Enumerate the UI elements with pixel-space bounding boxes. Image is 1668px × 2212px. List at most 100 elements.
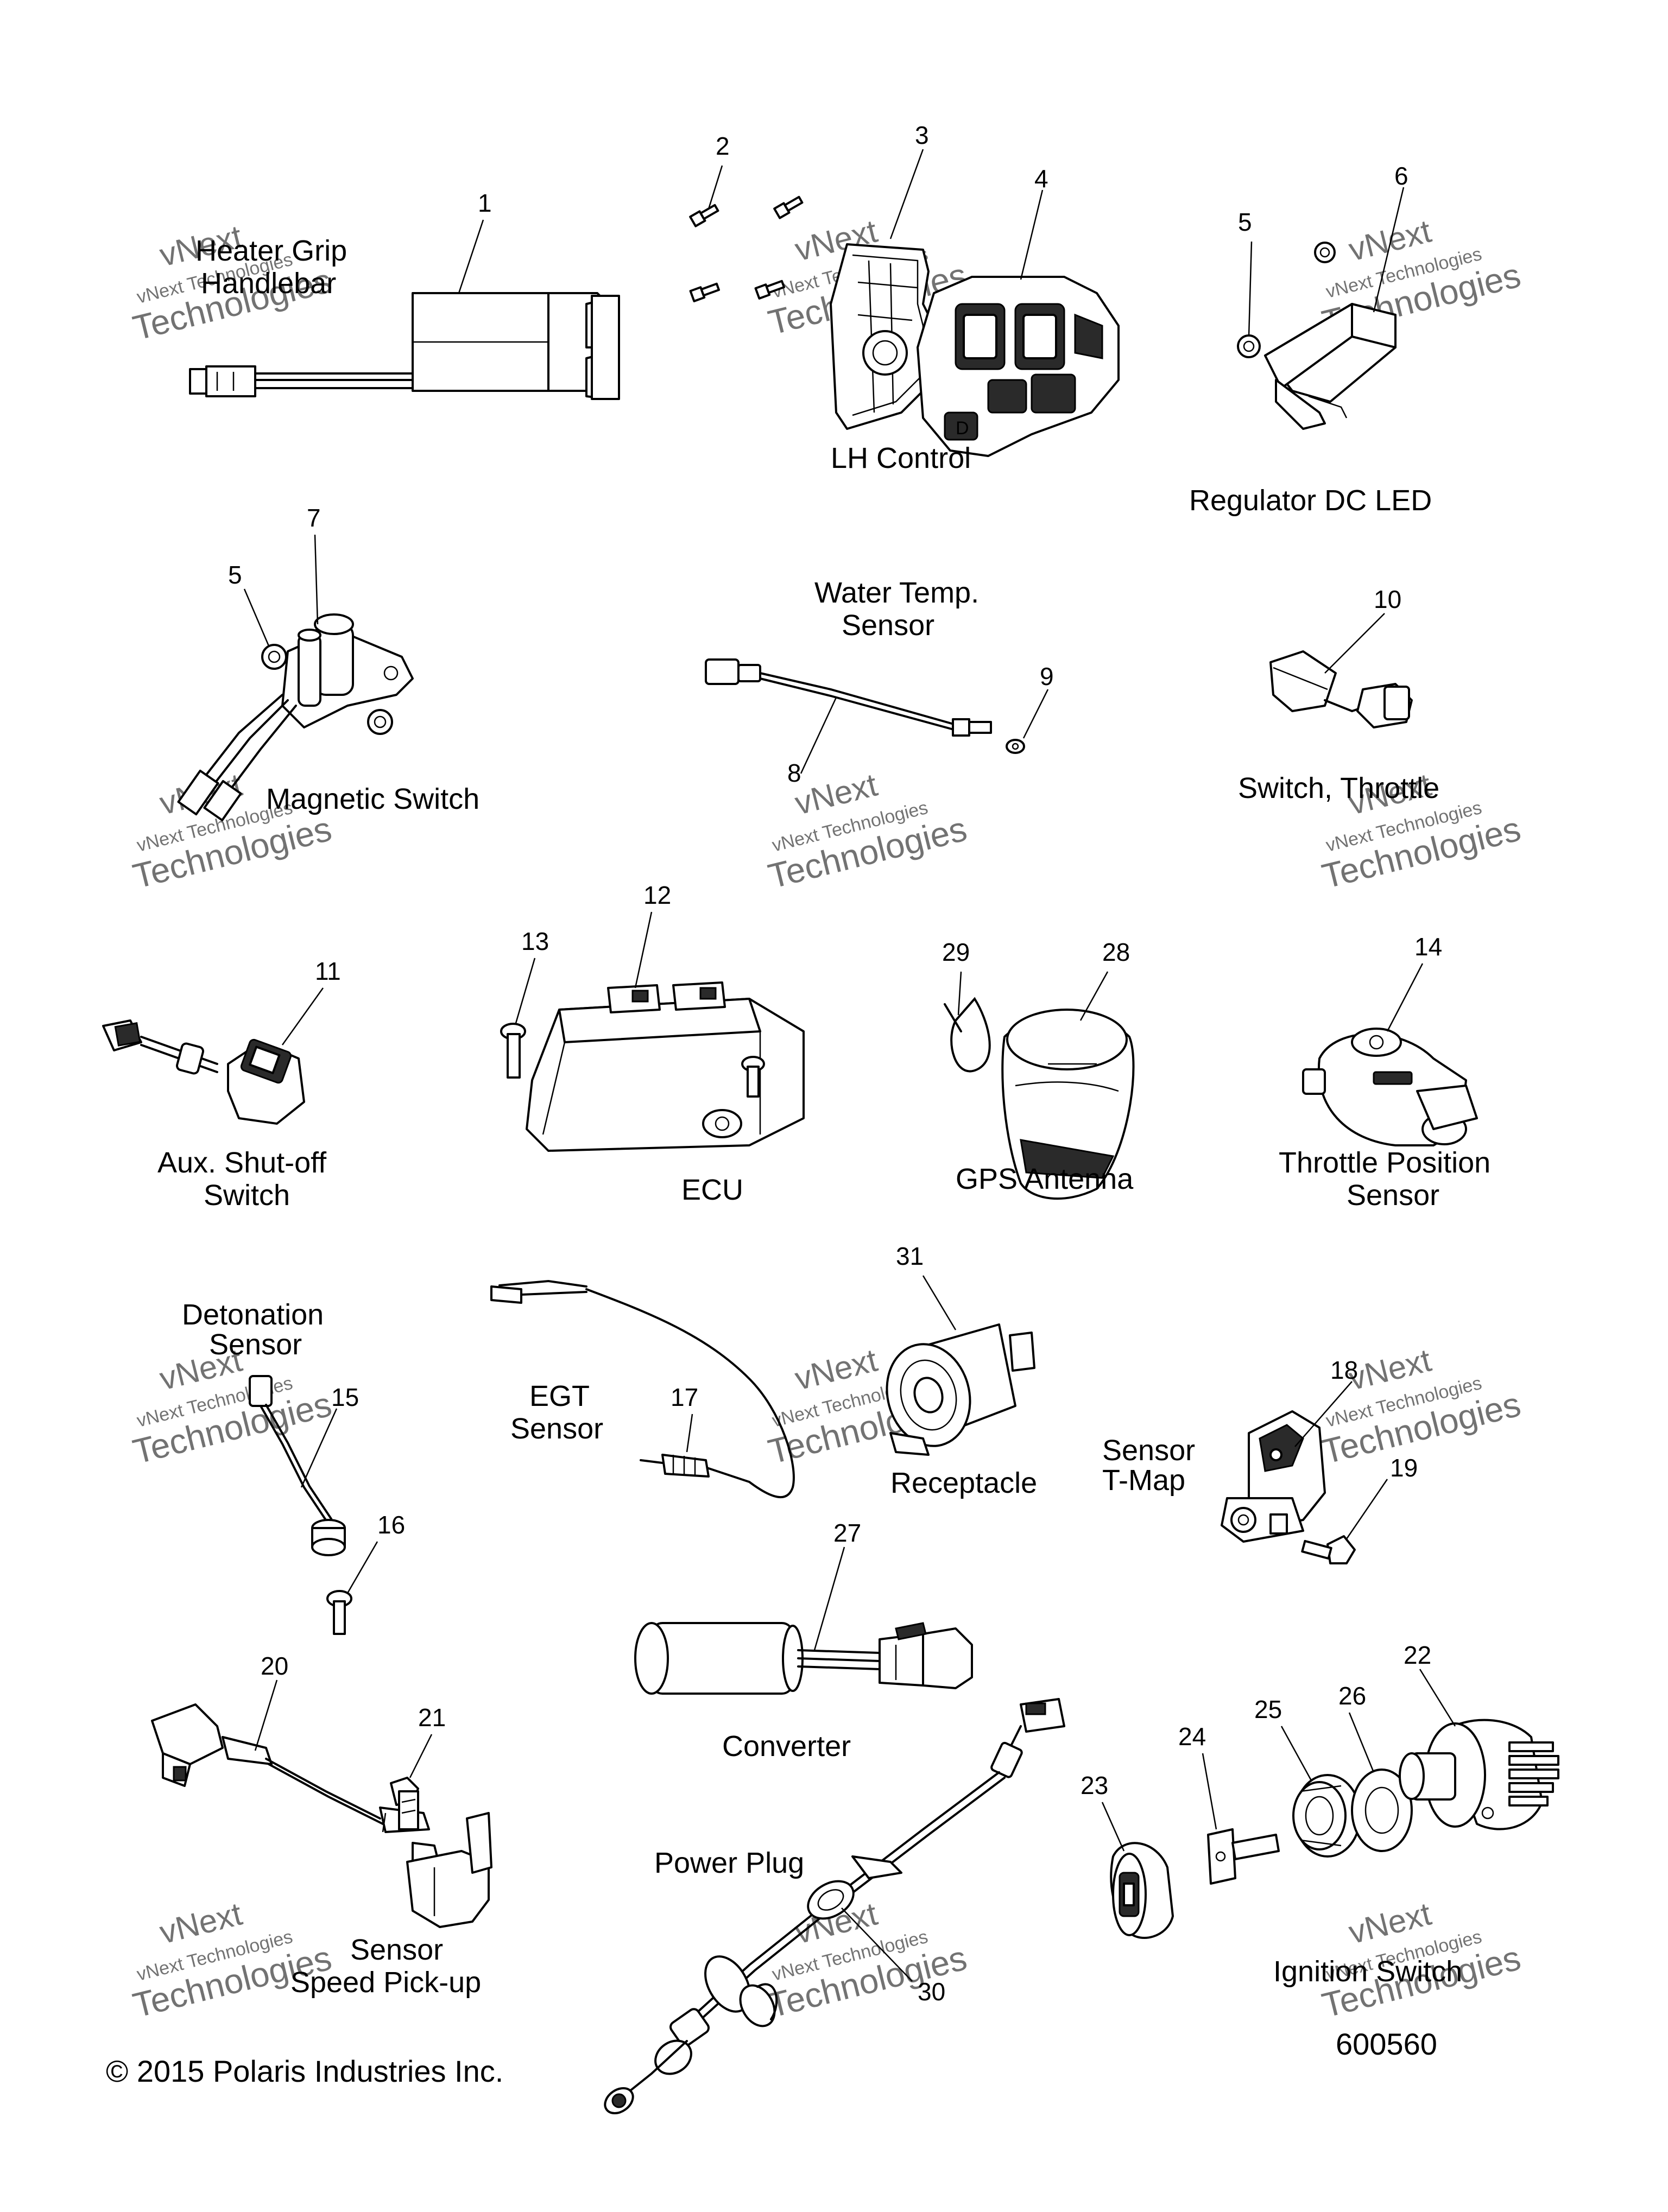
leader-2: [707, 165, 723, 210]
label-tmap-line2: T-Map: [1102, 1464, 1185, 1497]
leader-29: [957, 971, 962, 1016]
part-speed-sensor-20[interactable]: [151, 1703, 492, 1928]
label-speed-pickup-line2: Speed Pick-up: [290, 1966, 481, 1999]
callout-5a: 5: [1238, 208, 1252, 236]
leader-23: [1101, 1802, 1125, 1852]
part-aux-shutoff-11[interactable]: [102, 1019, 305, 1125]
callout-30: 30: [918, 1978, 945, 2006]
part-regulator-6[interactable]: [1264, 303, 1397, 430]
callout-14: 14: [1414, 933, 1442, 961]
part-tps-14[interactable]: [1302, 1028, 1478, 1146]
callout-22: 22: [1404, 1641, 1431, 1669]
callout-28: 28: [1102, 938, 1130, 966]
label-egt-line2: Sensor: [510, 1412, 603, 1445]
leader-9: [1022, 689, 1049, 739]
callout-27: 27: [833, 1519, 861, 1547]
part-nut-25[interactable]: [1292, 1774, 1361, 1858]
label-gps: GPS Antenna: [956, 1163, 1134, 1195]
watermark: vNext vNext Technologies Technologies: [129, 1896, 336, 2025]
leader-24: [1202, 1753, 1217, 1830]
label-egt-line1: EGT: [529, 1380, 590, 1412]
label-heater-grip-line2: Handlebar: [201, 267, 336, 300]
part-egt-sensor-17[interactable]: [490, 1279, 795, 1498]
callout-24: 24: [1178, 1722, 1206, 1751]
callout-20: 20: [261, 1652, 288, 1680]
watermark: vNext vNext Technologies Technologies: [1318, 1342, 1525, 1472]
part-ignition-switch-22[interactable]: [1399, 1719, 1559, 1830]
part-cable-tie-29[interactable]: [944, 997, 991, 1073]
callout-9: 9: [1040, 662, 1054, 690]
callout-21: 21: [418, 1703, 446, 1732]
leader-16: [346, 1541, 378, 1594]
callout-13: 13: [521, 927, 549, 955]
part-detonation-sensor-15[interactable]: [249, 1375, 346, 1556]
leader-20: [254, 1679, 278, 1751]
callout-8: 8: [787, 759, 801, 787]
leader-15: [300, 1408, 338, 1488]
callout-25: 25: [1254, 1695, 1282, 1723]
watermark: vNext vNext Technologies Technologies: [764, 766, 971, 896]
leader-3: [889, 149, 924, 239]
label-tps-line2: Sensor: [1347, 1179, 1439, 1212]
label-detonation-line1: Detonation: [182, 1298, 324, 1331]
callout-2: 2: [716, 132, 730, 160]
part-screws-2[interactable]: [689, 195, 804, 302]
part-ecu-12[interactable]: [526, 981, 805, 1152]
label-regulator: Regulator DC LED: [1189, 484, 1432, 517]
label-ecu: ECU: [681, 1174, 743, 1206]
label-speed-pickup-line1: Sensor: [350, 1934, 443, 1966]
leader-5b: [243, 588, 270, 647]
label-water-temp-line2: Sensor: [842, 609, 934, 642]
part-receptacle-31[interactable]: [876, 1323, 1035, 1456]
leader-17: [686, 1414, 693, 1453]
callout-7: 7: [307, 504, 321, 532]
leader-28: [1079, 971, 1109, 1021]
part-washer-26[interactable]: [1351, 1769, 1413, 1852]
label-aux-shutoff-line2: Switch: [204, 1179, 290, 1212]
part-heater-grip[interactable]: [189, 292, 620, 400]
callout-31: 31: [896, 1242, 924, 1270]
part-converter-27[interactable]: [634, 1622, 973, 1695]
part-bolt-16[interactable]: [326, 1590, 352, 1635]
label-aux-shutoff-line1: Aux. Shut-off: [157, 1146, 327, 1179]
label-power-plug: Power Plug: [654, 1847, 804, 1879]
leader-14: [1386, 963, 1424, 1032]
leader-4: [1020, 189, 1044, 280]
callout-4: 4: [1034, 164, 1048, 193]
leader-6: [1373, 187, 1405, 313]
part-knob-23[interactable]: [1110, 1842, 1174, 1939]
part-bolt-21[interactable]: [390, 1777, 419, 1830]
leader-7: [314, 534, 319, 625]
callout-10: 10: [1374, 585, 1401, 613]
callout-23: 23: [1081, 1771, 1108, 1799]
callout-19: 19: [1390, 1454, 1418, 1482]
part-magnetic-switch-7[interactable]: [177, 613, 414, 822]
part-key-24[interactable]: [1207, 1828, 1280, 1885]
part-nut-5[interactable]: [1237, 242, 1336, 358]
label-tmap-line1: Sensor: [1102, 1434, 1195, 1467]
callout-29: 29: [942, 938, 970, 966]
part-bolt-19[interactable]: [1301, 1535, 1356, 1564]
copyright: © 2015 Polaris Industries Inc.: [106, 2054, 503, 2088]
leader-18: [1294, 1381, 1353, 1447]
part-lh-switch-4[interactable]: D: [917, 276, 1120, 457]
part-switch-throttle-10[interactable]: [1269, 650, 1413, 728]
part-power-plug-30[interactable]: [601, 1698, 1065, 2118]
callout-18: 18: [1330, 1356, 1358, 1384]
leader-26: [1348, 1712, 1375, 1773]
part-lh-housing-3[interactable]: [830, 243, 935, 430]
part-gps-antenna-28[interactable]: [1001, 1009, 1135, 1200]
svg-text:D: D: [956, 418, 969, 439]
part-tmap-sensor-18[interactable]: [1221, 1410, 1326, 1543]
leader-12: [634, 911, 653, 988]
label-detonation-line2: Sensor: [209, 1328, 302, 1361]
leader-30: [841, 1907, 913, 1982]
part-water-temp-sensor-8[interactable]: [705, 658, 1025, 754]
leader-31: [922, 1275, 957, 1330]
callout-17: 17: [671, 1383, 698, 1411]
leader-22: [1419, 1669, 1456, 1727]
part-nut-5b[interactable]: [261, 644, 393, 735]
callout-3: 3: [915, 121, 929, 149]
part-bolt-13[interactable]: [500, 1023, 765, 1098]
